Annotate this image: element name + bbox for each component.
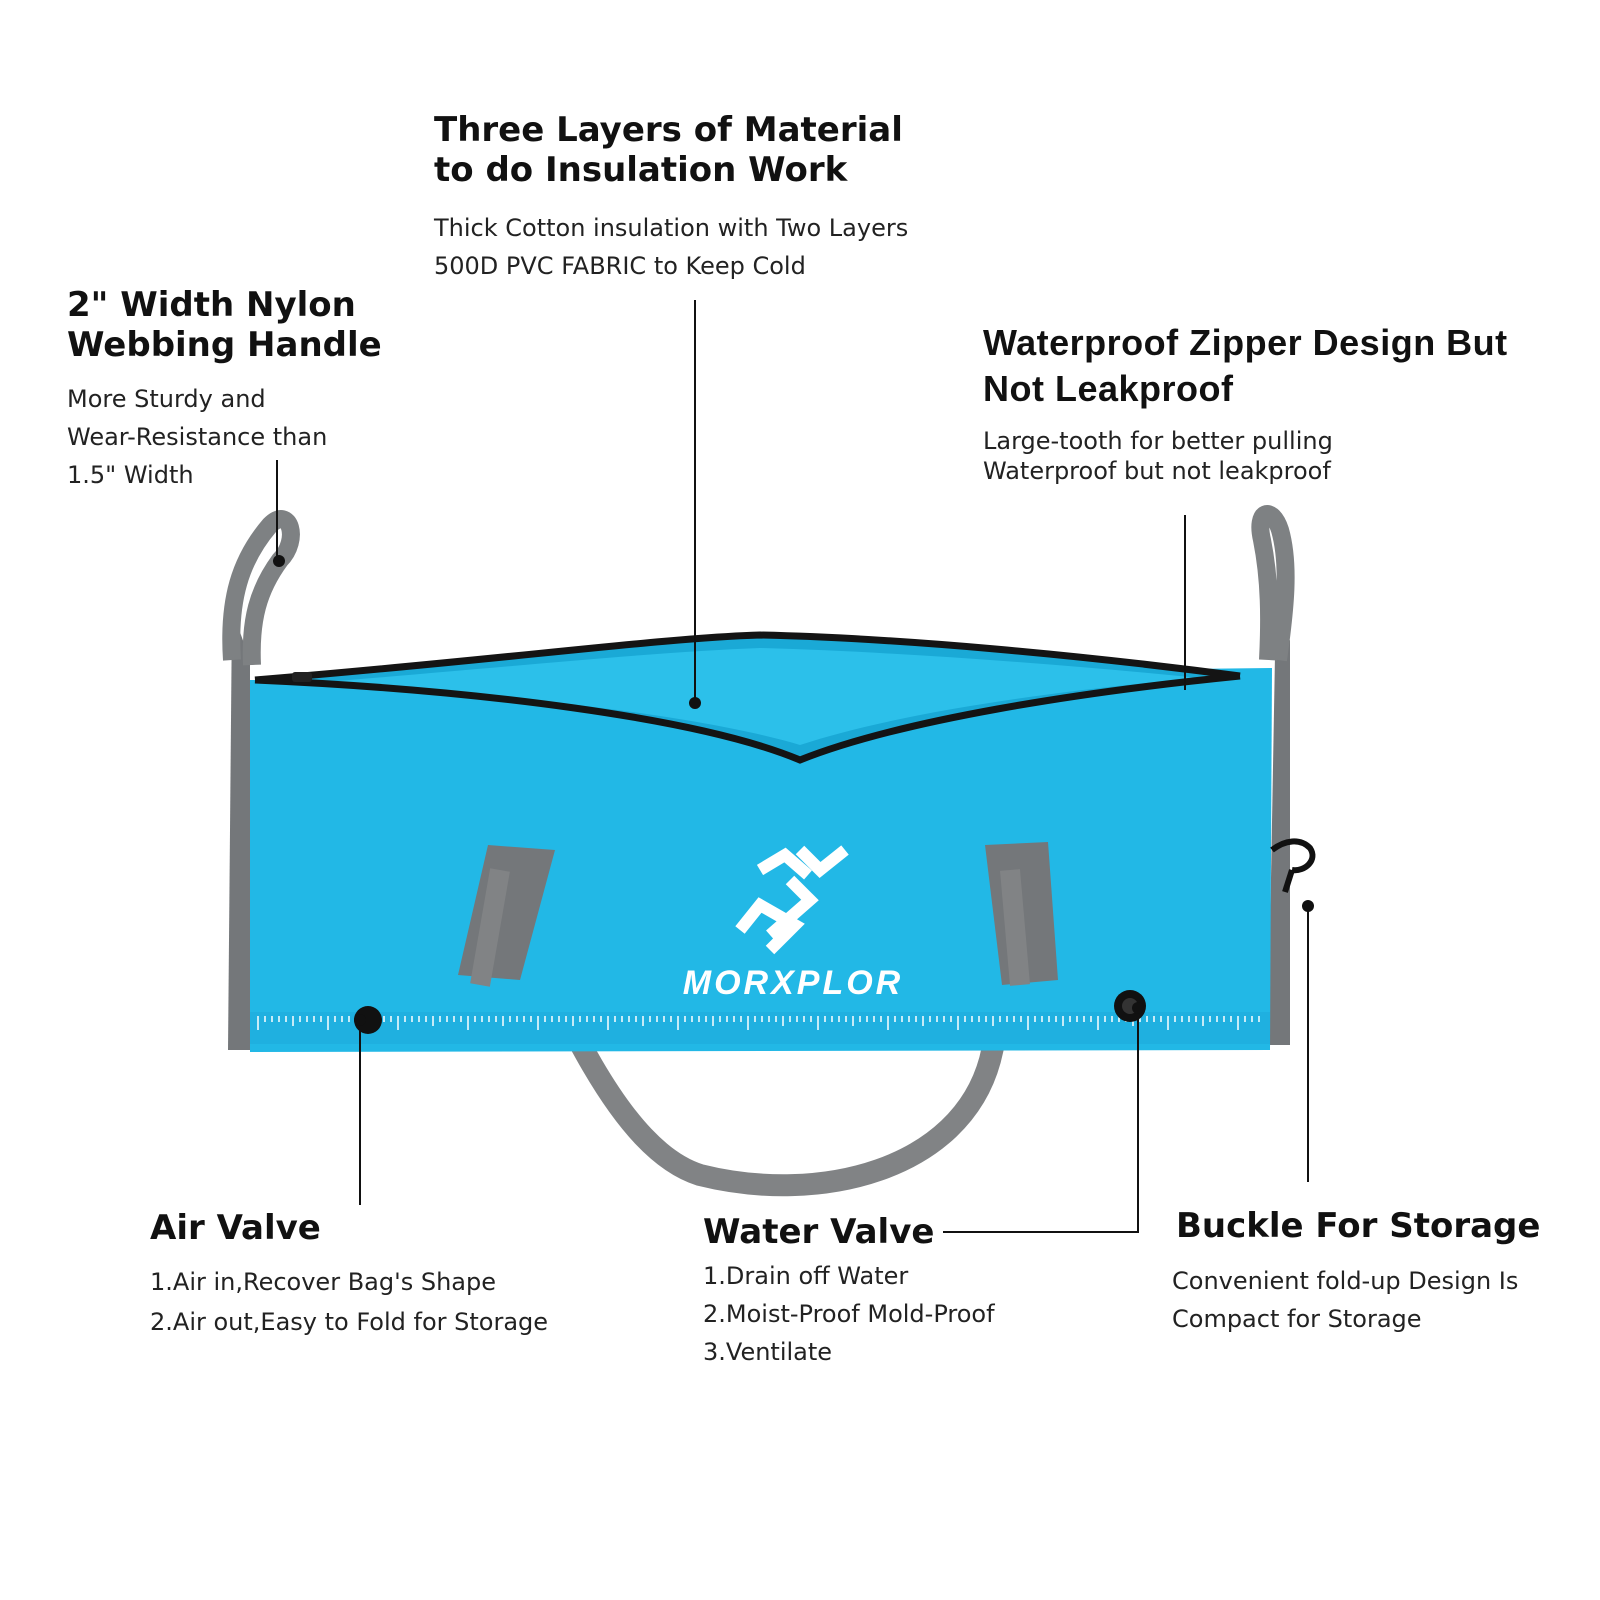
air-valve-desc-line1: 1.Air in,Recover Bag's Shape — [150, 1268, 496, 1296]
zipper-title-line1: Waterproof Zipper Design But — [983, 322, 1508, 363]
left-end-panel — [228, 610, 250, 1050]
buckle-desc-line2: Compact for Storage — [1172, 1305, 1422, 1333]
buckle-title-text: Buckle For Storage — [1176, 1206, 1541, 1246]
right-webbing-handle — [1251, 505, 1295, 662]
storage-buckle — [1270, 838, 1316, 893]
material-desc-line1: Thick Cotton insulation with Two Layers — [434, 214, 909, 242]
handle-title-line1: 2" Width Nylon — [67, 285, 356, 325]
leader-lines — [276, 300, 1309, 1233]
air-valve-desc-line2: 2.Air out,Easy to Fold for Storage — [150, 1308, 549, 1336]
air-valve-title: Air Valve — [150, 1208, 321, 1248]
zipper-pull — [292, 672, 312, 682]
water-valve-title-text: Water Valve — [703, 1212, 935, 1252]
zipper-top — [254, 631, 1241, 684]
zipper-front — [254, 672, 1241, 764]
handle-title-line2: Webbing Handle — [67, 325, 382, 365]
handle-desc-line3: 1.5" Width — [67, 461, 194, 489]
material-title-line1: Three Layers of Material — [434, 110, 903, 150]
handle-desc-line1: More Sturdy and — [67, 385, 266, 413]
water-valve-description: 1.Drain off Water 2.Moist-Proof Mold-Pro… — [703, 1257, 995, 1371]
water-valve-desc-line2: 2.Moist-Proof Mold-Proof — [703, 1300, 995, 1328]
material-description: Thick Cotton insulation with Two Layers … — [434, 209, 908, 285]
buckle-description: Convenient fold-up Design Is Compact for… — [1172, 1262, 1518, 1338]
air-valve-title-text: Air Valve — [150, 1208, 321, 1248]
zipper-description: Large-tooth for better pulling Waterproo… — [983, 426, 1333, 486]
inner-lining — [300, 648, 1200, 745]
left-strap-segment — [470, 868, 510, 987]
handle-desc-line2: Wear-Resistance than — [67, 423, 328, 451]
zipper-title: Waterproof Zipper Design But Not Leakpro… — [983, 320, 1508, 412]
material-title-line2: to do Insulation Work — [434, 150, 848, 190]
measuring-ruler — [250, 1012, 1270, 1044]
buckle-title: Buckle For Storage — [1176, 1206, 1540, 1246]
brand-logo-mark — [735, 845, 849, 955]
water-valve-title: Water Valve — [703, 1212, 934, 1252]
material-desc-line2: 500D PVC FABRIC to Keep Cold — [434, 252, 806, 280]
right-strap-segment — [1000, 869, 1030, 986]
water-valve-desc-line3: 3.Ventilate — [703, 1338, 833, 1366]
air-valve-description: 1.Air in,Recover Bag's Shape 2.Air out,E… — [150, 1262, 548, 1342]
left-webbing-handle — [222, 510, 300, 666]
zipper-desc-line2: Waterproof but not leakproof — [983, 457, 1331, 485]
material-title: Three Layers of Material to do Insulatio… — [434, 110, 903, 190]
leader-dots — [273, 555, 1314, 1026]
zipper-title-line2: Not Leakproof — [983, 368, 1234, 409]
buckle-desc-line1: Convenient fold-up Design Is — [1172, 1267, 1519, 1295]
water-valve-desc-line1: 1.Drain off Water — [703, 1262, 909, 1290]
brand-wordmark: MORXPLOR — [683, 964, 903, 1002]
zipper-desc-line1: Large-tooth for better pulling — [983, 427, 1333, 455]
handle-title: 2" Width Nylon Webbing Handle — [67, 285, 382, 365]
handle-description: More Sturdy and Wear-Resistance than 1.5… — [67, 380, 327, 494]
